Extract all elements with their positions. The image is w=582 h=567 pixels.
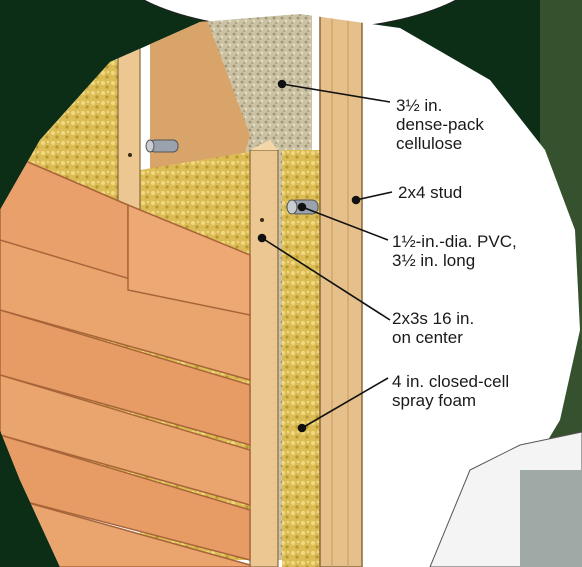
label-cellulose-line1: 3½ in. [396, 96, 484, 115]
label-foam-line1: 4 in. closed-cell [392, 372, 509, 391]
label-furring-line2: on center [392, 328, 474, 347]
label-pvc-line2: 3½ in. long [392, 251, 517, 270]
label-cellulose-line2: dense-pack [396, 115, 484, 134]
lower-detail [520, 470, 582, 567]
label-stud: 2x4 stud [398, 183, 462, 202]
label-foam-line2: spray foam [392, 391, 509, 410]
label-foam: 4 in. closed-cell spray foam [392, 372, 509, 410]
label-pvc-line1: 1½-in.-dia. PVC, [392, 232, 517, 251]
label-furring: 2x3s 16 in. on center [392, 309, 474, 347]
furring-strip-2x3 [250, 150, 278, 567]
label-cellulose: 3½ in. dense-pack cellulose [396, 96, 484, 153]
label-cellulose-line3: cellulose [396, 134, 484, 153]
label-pvc: 1½-in.-dia. PVC, 3½ in. long [392, 232, 517, 270]
label-furring-line1: 2x3s 16 in. [392, 309, 474, 328]
label-stud-line1: 2x4 stud [398, 183, 462, 202]
